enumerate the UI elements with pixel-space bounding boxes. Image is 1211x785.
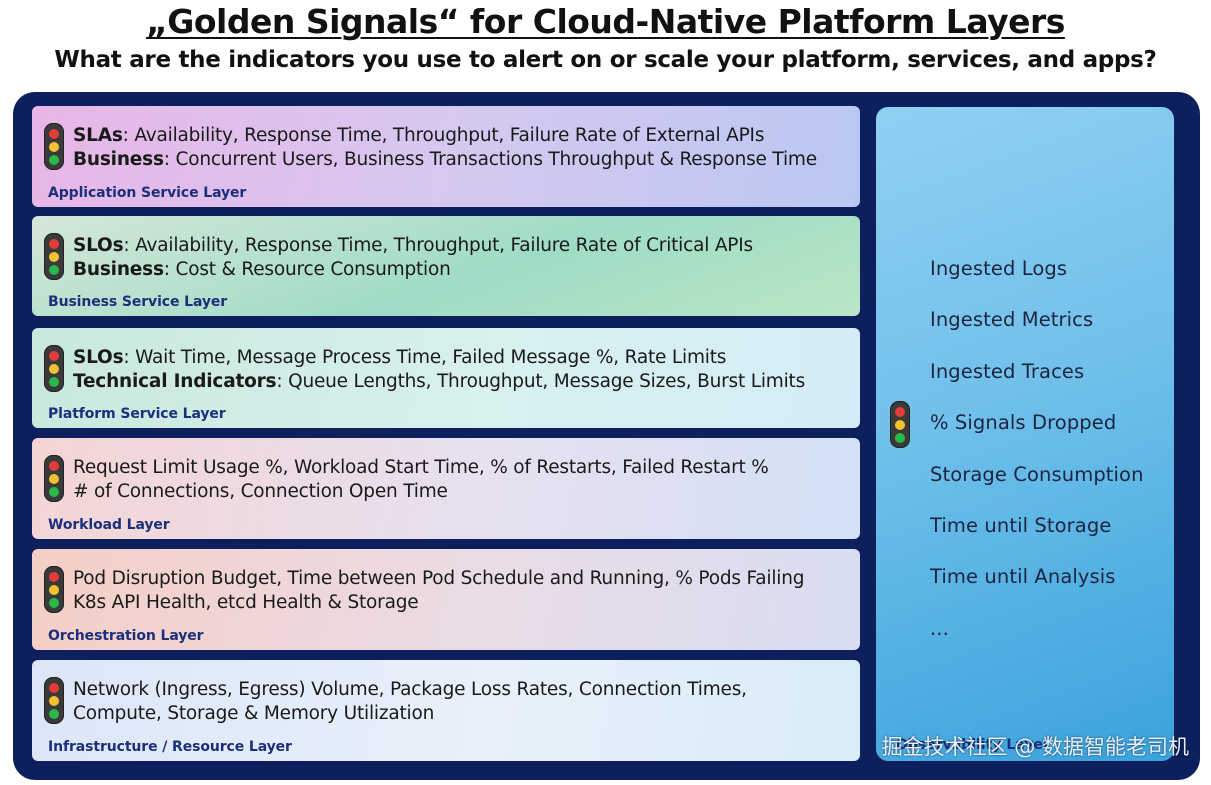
observability-item: Time until Storage bbox=[930, 513, 1112, 537]
layer-business-service: SLOs: Availability, Response Time, Throu… bbox=[32, 216, 860, 316]
layer-line-1: Network (Ingress, Egress) Volume, Packag… bbox=[73, 679, 747, 700]
traffic-light-icon bbox=[44, 123, 64, 170]
layer-line-1: Request Limit Usage %, Workload Start Ti… bbox=[73, 457, 769, 478]
observability-list: Ingested Logs Ingested Metrics Ingested … bbox=[930, 257, 1144, 668]
layer-workload: Request Limit Usage %, Workload Start Ti… bbox=[32, 438, 860, 539]
layer-name: Observability Layer bbox=[896, 737, 1050, 753]
page-subtitle: What are the indicators you use to alert… bbox=[54, 47, 1157, 73]
layer-line-2: K8s API Health, etcd Health & Storage bbox=[73, 592, 419, 613]
traffic-light-icon bbox=[44, 677, 64, 724]
traffic-light-icon bbox=[44, 455, 64, 502]
observability-item: Ingested Metrics bbox=[930, 308, 1094, 332]
observability-item: ... bbox=[930, 616, 949, 640]
layer-line-1: SLOs: Wait Time, Message Process Time, F… bbox=[73, 347, 727, 368]
observability-item: Ingested Traces bbox=[930, 359, 1085, 383]
page-title: „Golden Signals“ for Cloud-Native Platfo… bbox=[146, 2, 1065, 41]
layer-name: Platform Service Layer bbox=[48, 406, 226, 422]
layer-line-2: Business: Concurrent Users, Business Tra… bbox=[73, 149, 817, 170]
layer-name: Infrastructure / Resource Layer bbox=[48, 739, 292, 755]
layer-orchestration: Pod Disruption Budget, Time between Pod … bbox=[32, 549, 860, 650]
observability-item: Storage Consumption bbox=[930, 462, 1144, 486]
watermark: 掘金技术社区 @ 数据智能老司机 bbox=[881, 735, 1189, 759]
layer-name: Application Service Layer bbox=[48, 185, 247, 201]
layer-line-1: Pod Disruption Budget, Time between Pod … bbox=[73, 568, 805, 589]
layer-line-2: Business: Cost & Resource Consumption bbox=[73, 259, 451, 280]
layer-line-1: SLAs: Availability, Response Time, Throu… bbox=[73, 125, 765, 146]
layer-line-2: Compute, Storage & Memory Utilization bbox=[73, 703, 435, 724]
observability-item: Ingested Logs bbox=[930, 257, 1068, 280]
layer-application-service: SLAs: Availability, Response Time, Throu… bbox=[32, 106, 860, 207]
layer-name: Orchestration Layer bbox=[48, 628, 204, 644]
layer-line-2: # of Connections, Connection Open Time bbox=[73, 481, 448, 502]
layer-line-1: SLOs: Availability, Response Time, Throu… bbox=[73, 235, 753, 256]
observability-item: Time until Analysis bbox=[930, 565, 1116, 589]
traffic-light-icon bbox=[44, 345, 64, 392]
layer-platform-service: SLOs: Wait Time, Message Process Time, F… bbox=[32, 328, 860, 428]
observability-layer: Ingested Logs Ingested Metrics Ingested … bbox=[876, 107, 1174, 761]
traffic-light-icon bbox=[44, 566, 64, 613]
layer-name: Workload Layer bbox=[48, 517, 170, 533]
layer-name: Business Service Layer bbox=[48, 294, 228, 310]
observability-item: % Signals Dropped bbox=[930, 411, 1117, 435]
layer-infrastructure: Network (Ingress, Egress) Volume, Packag… bbox=[32, 660, 860, 761]
traffic-light-icon bbox=[44, 233, 64, 280]
traffic-light-icon bbox=[890, 401, 910, 448]
layer-line-2: Technical Indicators: Queue Lengths, Thr… bbox=[73, 371, 806, 392]
